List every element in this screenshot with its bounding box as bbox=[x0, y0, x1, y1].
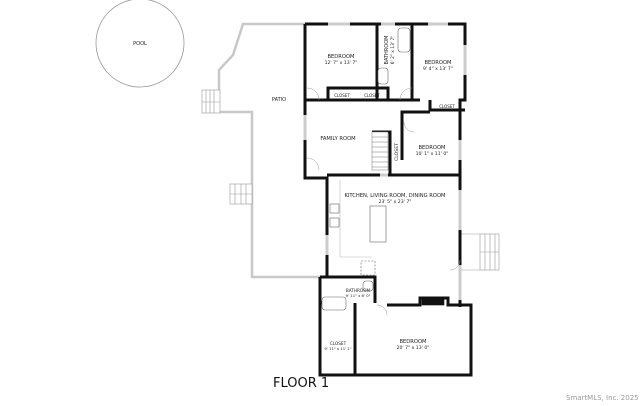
closet-bottom-dims: 9' 11" x 11' 1" bbox=[324, 346, 351, 351]
credit-text: SmartMLS, Inc. 2025 bbox=[566, 394, 639, 402]
kitchen-name: KITCHEN, LIVING ROOM, DINING ROOM bbox=[344, 193, 445, 199]
closet-3-label: CLOSET bbox=[439, 104, 455, 109]
windows bbox=[303, 22, 467, 300]
toilet-top bbox=[377, 67, 389, 85]
patio-label: PATIO bbox=[272, 97, 286, 103]
fireplace bbox=[421, 298, 445, 306]
family-room-label: FAMILY ROOM bbox=[320, 136, 355, 142]
stairs-right bbox=[461, 233, 500, 271]
stairs-patio-left bbox=[229, 183, 253, 205]
interior-stairs bbox=[371, 131, 389, 171]
bedroom-ne-dims: 9' 4" x 13' 7" bbox=[423, 66, 453, 72]
bathroom-top-dims: 6' 2" x 13' 7" bbox=[390, 36, 396, 65]
sink bbox=[329, 217, 340, 228]
doors bbox=[306, 87, 461, 316]
closet-1-label: CLOSET bbox=[334, 93, 350, 98]
kitchen-dims: 23' 5" x 23' 7" bbox=[379, 199, 412, 205]
kitchen-island bbox=[369, 205, 387, 243]
bathroom-top-name: BATHROOM bbox=[384, 36, 390, 65]
bedroom-nw-name: BEDROOM bbox=[327, 54, 354, 60]
bedroom-bottom-dims: 20' 7" x 13' 0" bbox=[397, 345, 430, 351]
bathroom-bottom-dims: 9' 11" x 6' 0" bbox=[346, 293, 371, 298]
stairs-patio-top bbox=[201, 89, 221, 114]
bedroom-ne-name: BEDROOM bbox=[424, 60, 451, 66]
room-labels: BEDROOM 12' 7" x 13' 7" BATHROOM 6' 2" x… bbox=[320, 36, 455, 351]
pool: POOL bbox=[95, 0, 185, 88]
pool-label: POOL bbox=[133, 41, 147, 47]
bedroom-mid-name: BEDROOM bbox=[418, 145, 445, 151]
sink-bottom bbox=[362, 280, 374, 292]
bedroom-bottom-name: BEDROOM bbox=[399, 339, 426, 345]
bedroom-mid-dims: 10' 1" x 11' 0" bbox=[416, 151, 449, 157]
closet-2-label: CLOSET bbox=[364, 93, 380, 98]
bathroom-bottom-name: BATHROOM bbox=[346, 288, 371, 293]
closet-stair-label: CLOSET bbox=[394, 143, 400, 161]
bedroom-nw-dims: 12' 7" x 13' 7" bbox=[325, 60, 358, 66]
floor-title: FLOOR 1 bbox=[273, 376, 330, 391]
fixtures bbox=[321, 27, 445, 311]
closet-bottom-name: CLOSET bbox=[330, 341, 347, 346]
stove bbox=[329, 203, 340, 214]
fridge bbox=[360, 260, 376, 276]
bathtub-top bbox=[397, 27, 411, 53]
bathtub-bottom bbox=[321, 296, 347, 311]
